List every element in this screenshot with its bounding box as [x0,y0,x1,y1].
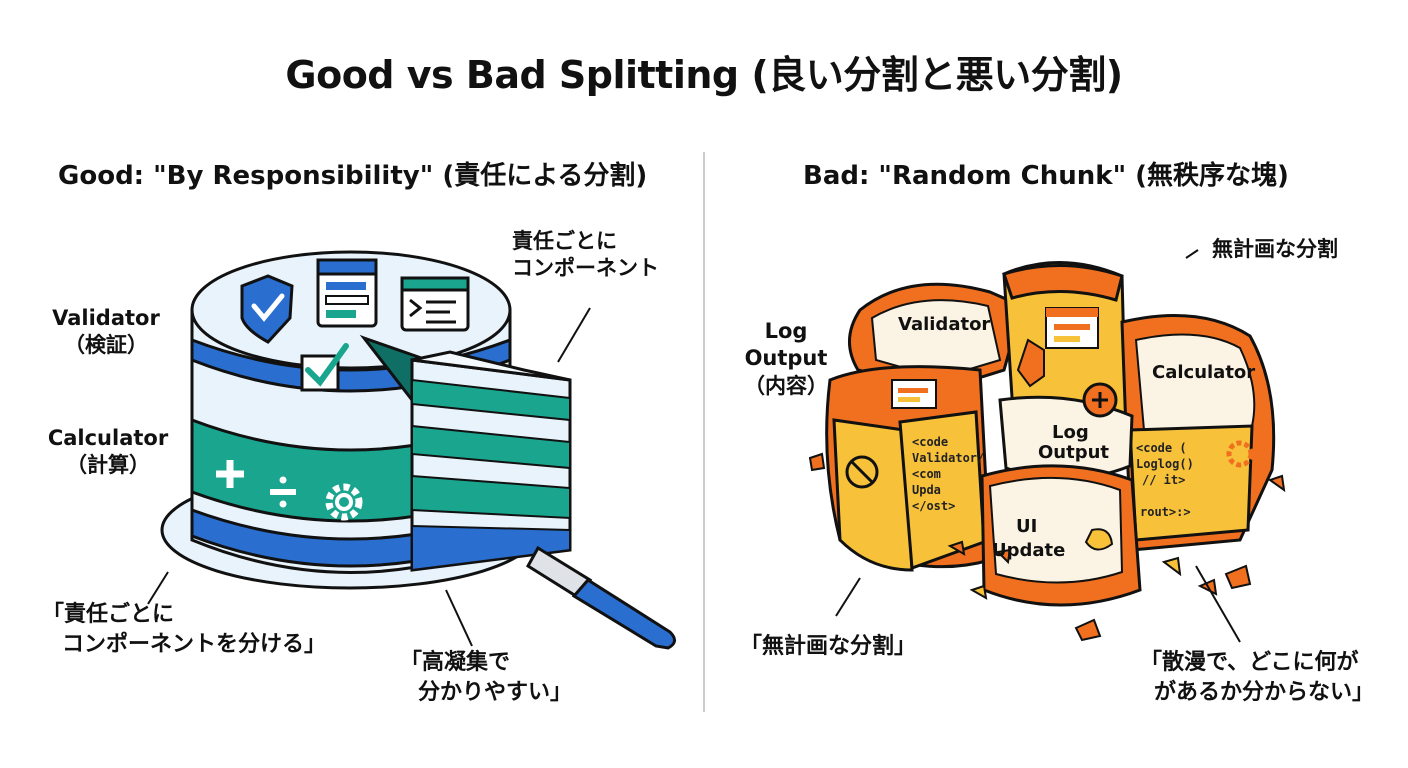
calculator-label-jp: （計算） [66,453,150,478]
inner-log-line1: Log [1052,422,1089,443]
chunk-calculator [1120,314,1276,552]
leader-cohesion [445,589,473,647]
page-title: Good vs Bad Splitting (良い分割と悪い分割) [285,53,1123,97]
validator-label: Validator （検証） [46,305,166,360]
note-scattered-line2: があるか分からない」 [1154,679,1375,705]
code-left-2: Validator/ [912,451,984,465]
cake-crumbs [808,452,1286,642]
code-right-5: rout>:> [1140,505,1191,519]
note-split-by-responsibility: 「責任ごとに コンポーネントを分ける」 [42,600,326,659]
code-left-3: <com [912,467,941,481]
code-left-4: Upda [912,483,941,497]
log-output-side-line1: Log [764,319,808,343]
calculator-label-name: Calculator [47,426,169,450]
note-scattered: 「散漫で、どこに何が があるか分からない」 [1140,648,1374,707]
validator-label-name: Validator [52,306,160,330]
inner-log-line2: Output [1038,442,1109,463]
validator-label-jp: （検証） [64,333,148,358]
note-unplanned-split: 「無計画な分割」 [740,634,917,659]
note-scattered-line1: 「散漫で、どこに何が [1140,650,1359,675]
note-split-line2: コンポーネントを分ける」 [62,631,327,657]
cake-slice [410,350,572,572]
code-right-2: Loglog() [1136,457,1194,471]
broken-cake-illustration: Validator Calculator Log Output UI Updat… [808,249,1286,643]
section-divider [703,152,705,712]
gear-icon [325,483,363,521]
inner-ui-line1: UI [1016,516,1037,537]
chunk-validator [848,282,1024,392]
inner-ui-line2: Update [992,540,1065,561]
inner-calculator: Calculator [1152,362,1255,383]
checkbox-icon [300,343,349,392]
code-right-3: // it> [1142,473,1185,487]
shield-check-icon [240,274,294,344]
leader-split [147,571,169,605]
component-label: 責任ごとに コンポーネント [512,228,659,283]
knife-icon [525,545,676,650]
unplanned-top-label: 無計画な分割 [1212,237,1338,261]
inner-validator: Validator [898,314,990,335]
note-cohesion-line1: 「高凝集で [400,650,511,675]
log-output-side-label: Log Output （内容） [736,318,836,400]
code-left-1: <code [912,435,948,449]
leader-unplanned-bottom [835,577,861,617]
leader-unplanned-top [1185,249,1199,259]
note-high-cohesion: 「高凝集で 分かりやすい」 [400,648,572,707]
chunk-left-code [825,365,992,572]
plus-icon [216,460,244,488]
note-cohesion-line2: 分かりやすい」 [418,679,573,705]
terminal-icon [400,276,470,332]
calculator-label: Calculator （計算） [38,425,178,480]
code-right-1: <code ( [1136,441,1187,455]
component-label-line1: 責任ごとに [512,229,617,253]
good-subtitle: Good: "By Responsibility" (責任による分割) [58,161,648,191]
chunk-ui-update [980,464,1142,607]
layered-cake-illustration [147,250,676,650]
leader-component [557,307,591,363]
note-split-line1: 「責任ごとに [42,602,175,627]
divide-icon [270,476,296,508]
leader-scattered [1195,565,1241,643]
code-left-5: </ost> [912,499,955,513]
window-form-icon [316,258,378,328]
log-output-side-line3: （内容） [744,373,828,398]
bad-subtitle: Bad: "Random Chunk" (無秩序な塊) [803,161,1289,191]
chunk-log-output [998,338,1134,480]
log-output-side-line2: Output [744,346,828,371]
component-label-line2: コンポーネント [512,256,659,281]
